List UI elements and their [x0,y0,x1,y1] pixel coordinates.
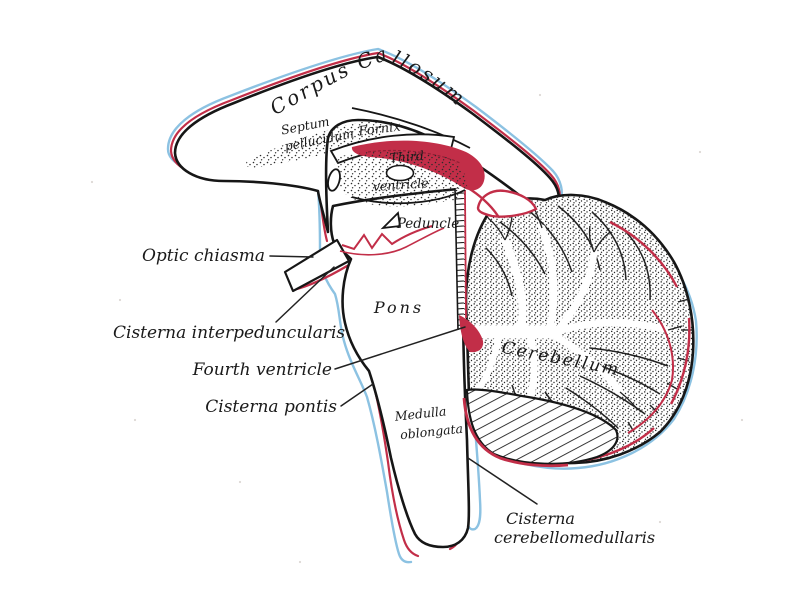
label-third-1: Third [389,148,424,165]
medullary-velum-band [454,187,467,331]
cerebellum-rim-red [627,309,674,434]
label-cisterna-pontis: Cisterna pontis [205,397,337,417]
hypothalamus-line [351,189,466,205]
septum-fornix-region [246,107,485,207]
label-cisterna-interpeduncularis: Cisterna interpeduncularis [113,323,345,343]
interpeduncular-region [339,225,445,256]
label-optic-chiasma: Optic chiasma [142,246,265,266]
tonsil-red-border [462,397,569,468]
label-cisterna-cerebellomedullaris-1: Cisterna [506,509,575,528]
callosal-inner-line [351,107,471,149]
leader-fourth-ventricle [334,326,466,370]
leader-lines [269,255,538,505]
label-fornix: Fornix [357,119,402,139]
optic-chiasma-beak [283,238,351,293]
leader-cisterna-pontis [340,383,374,407]
label-pons: Pons [373,298,424,317]
leader-cisterna-interpeduncularis [275,266,335,323]
paper-specks [90,93,744,564]
interthalamic-adhesion [385,164,415,182]
tela-band-detail [367,149,461,164]
anterior-commissure [327,168,341,192]
label-medulla-2: oblongata [399,421,463,443]
label-fourth-ventricle: Fourth ventricle [192,360,332,380]
label-third-2: ventricle [372,175,429,194]
arbor-vitae [469,224,672,424]
label-cisterna-cerebellomedullaris-2: cerebellomedullaris [494,528,655,547]
label-medulla-1: Medulla [393,403,447,423]
peduncle-marker [380,211,402,230]
fourth-ventricle-red-wedge [459,315,484,353]
leader-optic-chiasma [269,255,314,258]
leader-cisterna-cerebellomedullaris [467,457,538,505]
label-peduncle: Peduncle [396,216,459,232]
brainstem-outline [329,187,471,549]
septum-pellucidum-stipple [246,120,386,168]
